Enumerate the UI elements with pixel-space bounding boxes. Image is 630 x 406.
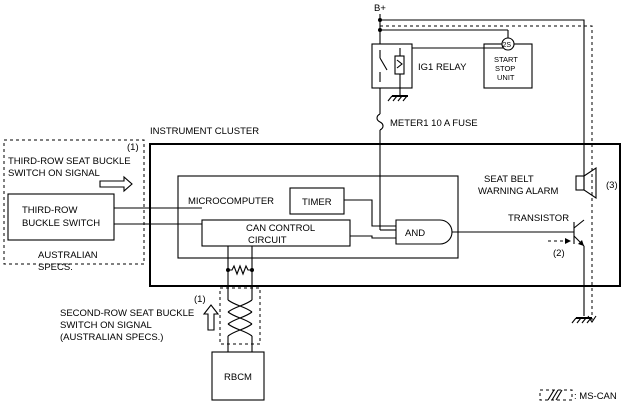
fuse-icon [376,88,384,230]
start-stop-unit-marker: 2S [503,42,512,49]
second-row-signal-label-1: SECOND-ROW SEAT BUCKLE [60,308,194,319]
timer-to-and-line [344,199,396,227]
can-control-label-1: CAN CONTROL [246,223,315,234]
signal-path-arrowhead-icon [587,315,597,323]
third-row-marker: (1) [127,142,139,153]
rbcm-label: RBCM [224,372,252,383]
second-row-signal-arrow-icon [202,304,220,331]
timer-box [289,187,345,215]
cluster-title: INSTRUMENT CLUSTER [150,126,259,137]
microcomputer-box [177,175,459,259]
start-stop-unit-label-1: START [494,55,518,64]
third-row-signal-label-1: THIRD-ROW SEAT BUCKLE [8,156,131,167]
supply-label: B+ [374,3,386,14]
alarm-supply-line [380,19,585,167]
australian-specs-label-2: SPECS. [38,262,73,273]
alarm-marker: (3) [606,180,618,191]
second-row-marker: (1) [194,294,206,305]
ms-can-shield [219,287,261,345]
second-row-signal-label-3: (AUSTRALIAN SPECS.) [60,332,163,343]
timer-label: TIMER [302,197,332,208]
start-stop-unit-label-3: UNIT [497,73,515,82]
third-row-signal-label-2: SWITCH ON SIGNAL [8,168,100,179]
supply-line [378,14,508,44]
cluster-ground-icon [571,317,592,324]
can-bus-lines [226,246,254,352]
and-gate-label: AND [405,228,425,239]
ig1-relay-label: IG1 RELAY [418,62,467,73]
third-row-switch-label-1: THIRD-ROW [22,205,77,216]
alarm-label-2: WARNING ALARM [478,186,558,197]
second-row-signal-label-2: SWITCH ON SIGNAL [60,320,152,331]
transistor-icon [573,219,585,316]
speaker-icon [575,166,597,200]
and-gate [395,219,453,245]
third-row-buckle-switch [7,193,115,241]
transistor-arrowhead-icon [565,238,571,244]
ig1-relay [371,43,413,89]
instrument-cluster-box [149,143,621,287]
fuse-label: METER1 10 A FUSE [390,118,478,129]
alarm-label-1: SEAT BELT [484,174,534,185]
can-to-and-line [350,235,396,239]
can-control-box [201,219,351,247]
start-stop-unit-label-2: STOP [495,64,515,73]
third-row-switch-label-2: BUCKLE SWITCH [22,218,100,229]
australian-specs-label-1: AUSTRALIAN [38,250,98,261]
can-control-label-2: CIRCUIT [248,235,287,246]
signal-path-line [380,25,593,320]
third-row-signal-arrow-icon [99,175,133,193]
microcomputer-label: MICROCOMPUTER [188,196,274,207]
ms-can-legend-icon [539,389,573,401]
relay-ground-icon [387,84,408,102]
start-stop-unit [412,30,533,89]
rbcm-box [211,351,265,401]
transistor-label: TRANSISTOR [508,213,569,224]
transistor-marker: (2) [553,248,565,259]
legend-label: : MS-CAN [574,391,617,402]
